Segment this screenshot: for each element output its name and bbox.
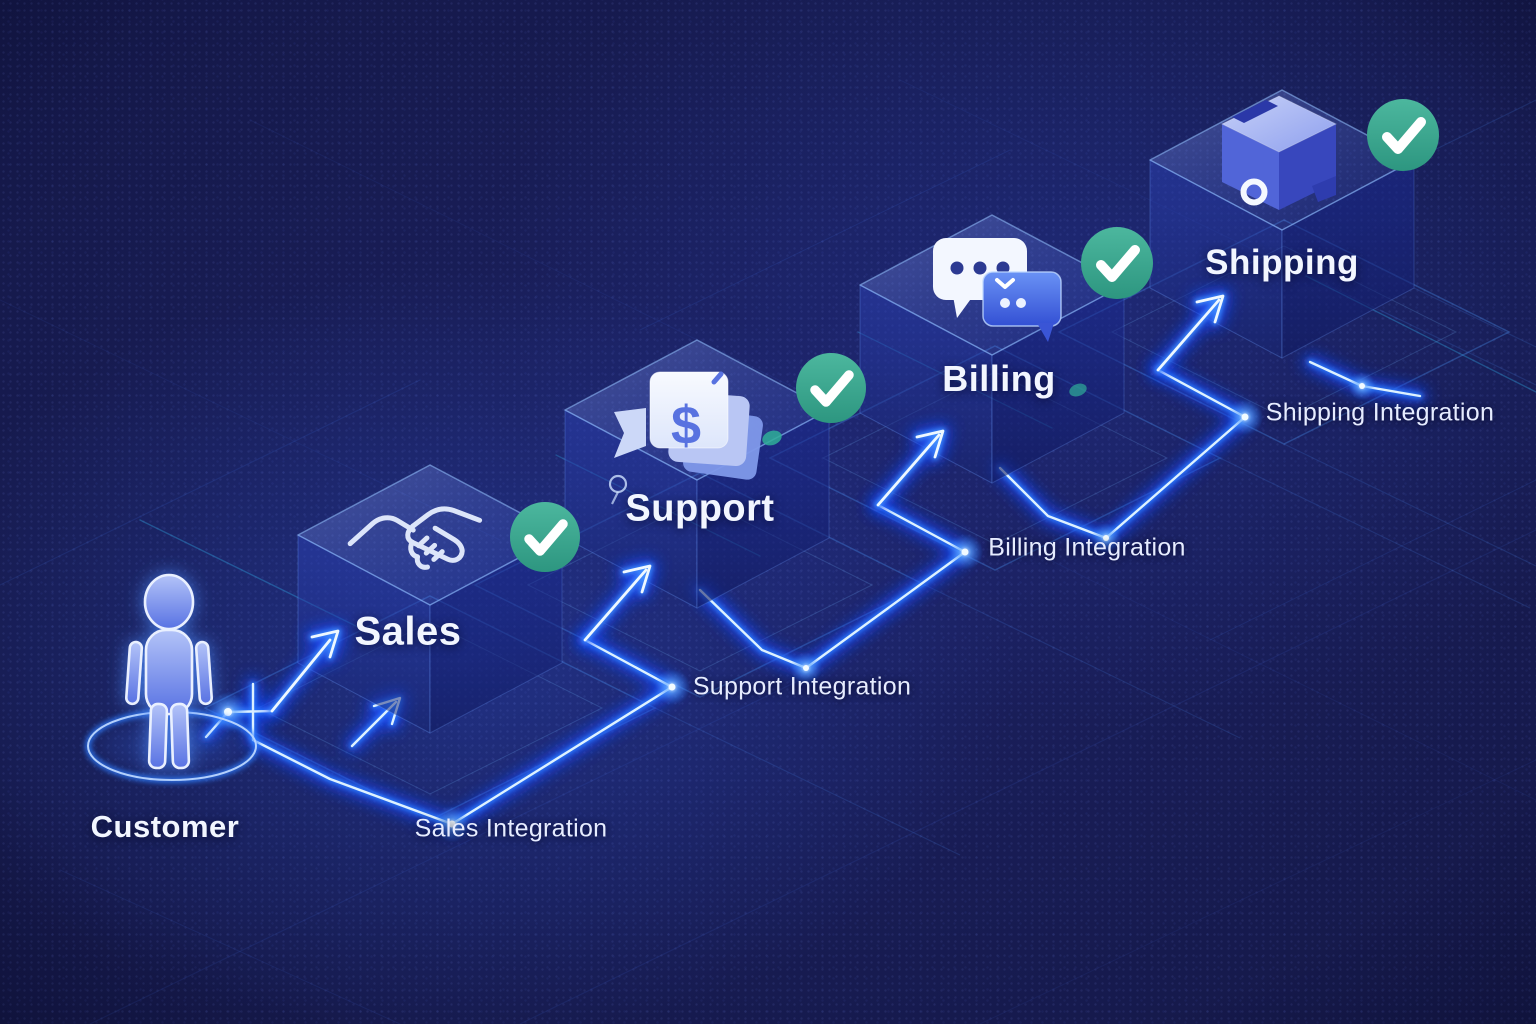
vignette-overlay [0, 0, 1536, 1024]
integration-flow-diagram: $ [0, 0, 1536, 1024]
